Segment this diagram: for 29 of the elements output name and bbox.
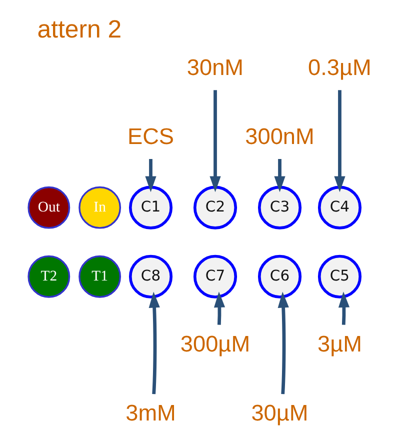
node-circle: Out (27, 186, 70, 229)
node-text: 30µM (250, 400, 308, 426)
arrow (274, 159, 285, 192)
node-circle: C4 (317, 186, 362, 230)
node-circle: In (78, 186, 121, 229)
node-circle: T2 (27, 255, 70, 298)
node-circle: C1 (128, 186, 172, 230)
arrow (277, 292, 288, 394)
arrow (144, 159, 156, 192)
arrow (213, 292, 225, 325)
arrow (209, 90, 220, 192)
node-circle: C6 (257, 254, 302, 298)
node-text: 300µM (180, 331, 250, 356)
node-text: 300nM (244, 124, 314, 150)
arrow (338, 292, 350, 325)
arrow (148, 292, 160, 394)
node-circle: C5 (317, 254, 362, 298)
node-text: 3µM (317, 331, 362, 356)
node-text: 30nM (186, 55, 244, 80)
node-text: 3mM (125, 400, 176, 426)
node-circle: C8 (128, 254, 172, 298)
node-circle: C3 (257, 186, 302, 230)
arrow (334, 90, 345, 192)
node-text: 0.3µM (308, 55, 371, 80)
diagram-title: attern 2 (36, 15, 122, 44)
node-text: ECS (126, 124, 174, 150)
node-circle: T1 (78, 255, 121, 298)
node-circle: C2 (192, 186, 237, 230)
node-circle: C7 (192, 254, 237, 298)
